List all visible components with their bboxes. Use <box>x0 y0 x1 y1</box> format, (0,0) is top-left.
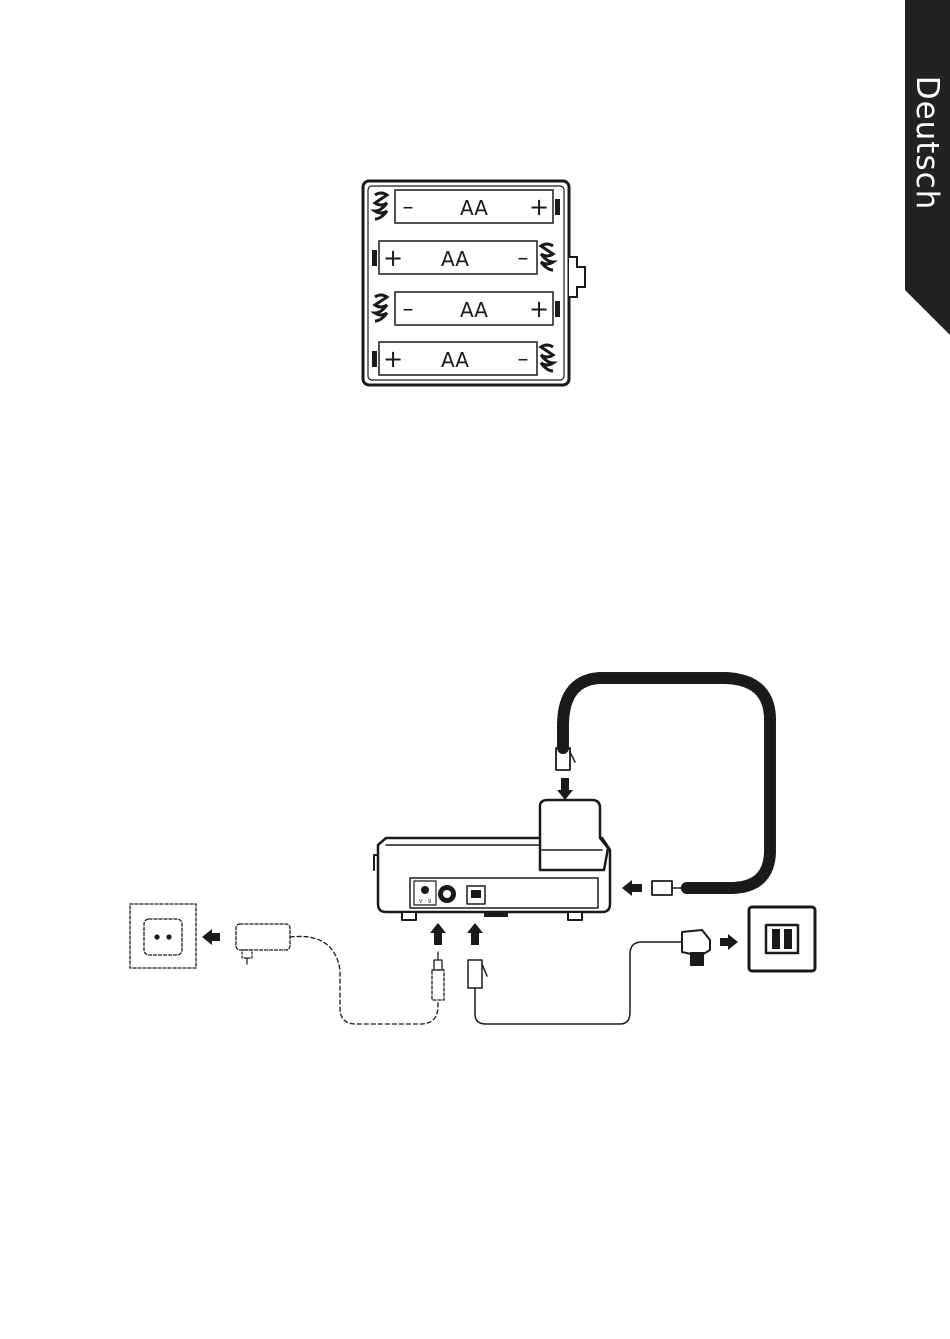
battery-compartment-diagram: – AA + + AA – – AA + + AA <box>355 175 595 390</box>
arrow-to-handset-port-icon <box>622 880 642 896</box>
cell-1-right-sign: + <box>529 193 549 221</box>
telephone-connection-diagram: V 9 <box>120 660 830 1040</box>
dc-plug-icon <box>432 952 444 1000</box>
power-adapter-icon <box>236 924 290 964</box>
port-label-9: 9 <box>428 899 431 905</box>
cell-2-right-sign: – <box>518 246 529 271</box>
cell-2-left-sign: + <box>383 244 403 272</box>
tae-adapter-icon <box>682 930 710 966</box>
arrow-to-power-socket-icon <box>202 929 220 945</box>
battery-cell-4: + AA – <box>372 342 553 375</box>
battery-cell-2: + AA – <box>372 241 553 274</box>
battery-cell-3: – AA + <box>375 292 560 325</box>
telephone-connection-svg: V 9 <box>120 660 830 1040</box>
port-label-v: V <box>419 899 423 905</box>
arrow-to-dc-port-icon <box>430 923 446 945</box>
battery-cell-1: – AA + <box>375 190 560 223</box>
line-cord-plug-icon <box>468 960 487 988</box>
telephone-line-cable <box>475 942 682 1024</box>
language-tab-label: Deutsch <box>909 76 945 211</box>
power-socket-icon <box>130 904 196 968</box>
cell-4-left-sign: + <box>383 345 403 373</box>
cell-1-label: AA <box>460 196 488 220</box>
cell-3-label: AA <box>460 298 488 322</box>
cell-1-left-sign: – <box>403 195 414 220</box>
handset-icon <box>540 800 608 870</box>
cell-3-right-sign: + <box>529 295 549 323</box>
phone-wall-socket-icon <box>749 907 815 971</box>
arrow-to-line-port-icon <box>467 923 483 945</box>
cell-4-right-sign: – <box>518 347 529 372</box>
power-adapter-cable <box>290 936 438 1024</box>
battery-compartment-svg: – AA + + AA – – AA + + AA <box>355 175 595 390</box>
arrow-to-handset-icon <box>557 778 573 800</box>
cell-3-left-sign: – <box>403 297 414 322</box>
cell-2-label: AA <box>441 247 469 271</box>
arrow-to-phone-socket-icon <box>720 934 738 950</box>
cell-4-label: AA <box>441 348 469 372</box>
